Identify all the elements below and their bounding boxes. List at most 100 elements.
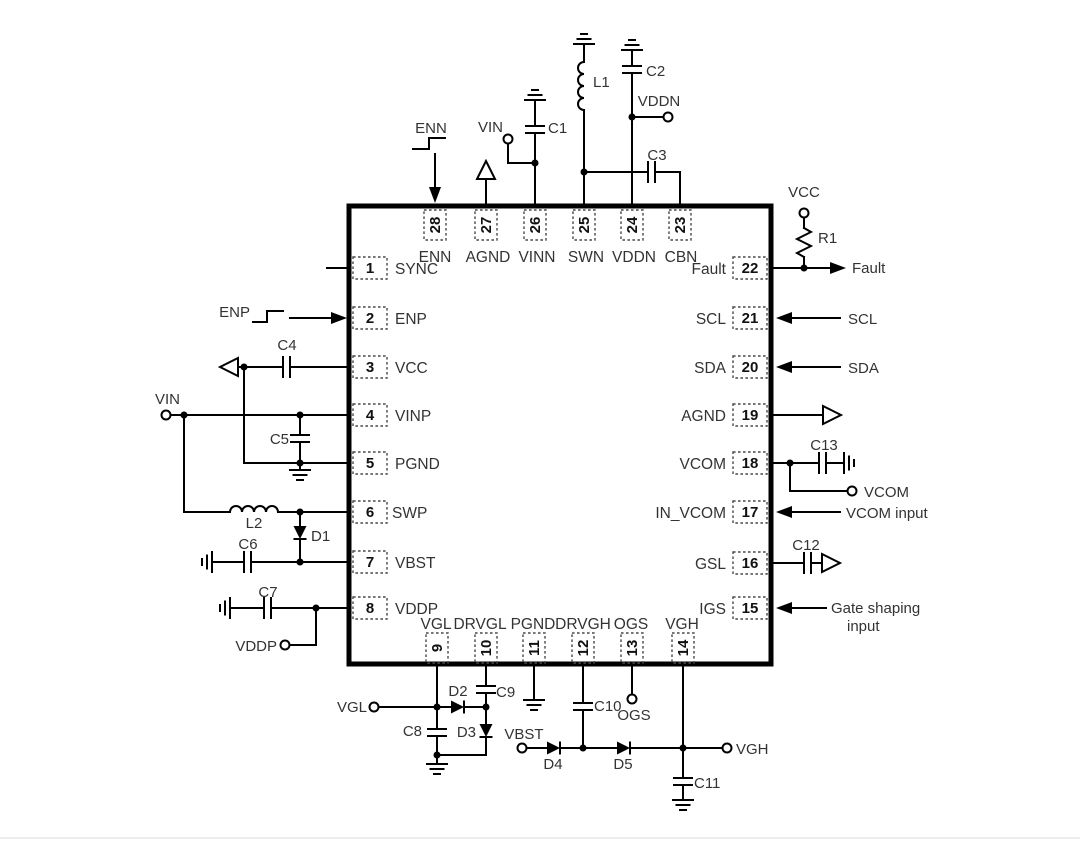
step-symbol-enn [412, 137, 446, 150]
c7-vddp-circuit: C7 VDDP [219, 584, 350, 655]
terminal-vin-left [160, 409, 172, 421]
vgh-charge-pump-circuit: C10 VBST D4 D5 VGH C11 [504, 663, 769, 811]
pin-number-26: 26 [527, 217, 544, 234]
pin-label-scl: SCL [696, 311, 727, 328]
pin-label-ogs-pin: OGS [614, 616, 648, 633]
pin-number-12: 12 [575, 640, 592, 657]
component-label-d3: D3 [457, 724, 476, 741]
enp-input-circuit: ENP [219, 304, 347, 324]
pin-number-7: 7 [366, 554, 374, 571]
terminal-vbst [516, 742, 528, 754]
capacitor-c2 [622, 65, 642, 74]
component-label-c7: C7 [258, 584, 277, 601]
component-label-c5: C5 [270, 431, 289, 448]
pin-label-swn: SWN [568, 249, 604, 266]
capacitor-c1 [525, 125, 545, 134]
diode-d3 [478, 723, 494, 738]
component-label-c3: C3 [647, 147, 666, 164]
pin-label-in-vcom: IN_VCOM [655, 505, 726, 522]
signal-label-vgl: VGL [337, 699, 367, 716]
capacitor-c3 [647, 161, 656, 183]
terminal-vgl [368, 701, 380, 713]
pin-label-vbst-pin: VBST [395, 555, 436, 572]
c5-pgnd-circuit: C5 [243, 414, 350, 481]
pin-number-6: 6 [366, 504, 374, 521]
diode-d1 [292, 525, 308, 540]
pin-6: 6 SWP [352, 500, 427, 524]
vgl-charge-pump-circuit: VGL D2 C8 D3 C9 [337, 663, 515, 775]
signal-label-ogs: OGS [617, 707, 650, 724]
vin-c1-circuit: VIN C1 [478, 89, 567, 207]
component-label-d1: D1 [311, 528, 330, 545]
pin-number-27: 27 [478, 217, 495, 234]
capacitor-c7 [263, 597, 272, 619]
pin-label-vinn: VINN [518, 249, 555, 266]
pin-number-13: 13 [624, 640, 641, 657]
pin-number-17: 17 [742, 504, 759, 521]
pin-label-swp: SWP [392, 505, 427, 522]
terminal-vcom [846, 485, 858, 497]
ground-symbol [672, 799, 694, 811]
component-label-c1: C1 [548, 120, 567, 137]
pin-14: 14 VGH [665, 616, 699, 664]
ground-symbol [201, 551, 213, 573]
pin-number-2: 2 [366, 310, 374, 327]
pin-number-1: 1 [366, 260, 374, 277]
pin-number-28: 28 [427, 217, 444, 234]
component-label-r1: R1 [818, 230, 837, 247]
capacitor-c10 [573, 702, 593, 711]
signal-label-vddn: VDDN [638, 93, 681, 110]
terminal-ogs [626, 693, 638, 705]
pin-label-vgh-pin: VGH [665, 616, 699, 633]
gsl-c12-circuit: C12 [770, 537, 841, 574]
pin-13: 13 OGS [614, 616, 648, 664]
signal-label-vcom: VCOM [864, 484, 909, 501]
pin-label-fault: Fault [692, 261, 727, 278]
component-label-c11: C11 [694, 775, 720, 792]
inductor-l2 [228, 505, 280, 514]
pin-17: 17 IN_VCOM [655, 500, 768, 524]
pin-label-vcc-pin: VCC [395, 360, 428, 377]
terminal-vddp [279, 639, 291, 651]
arrow-down-icon [429, 187, 441, 203]
pin-label-vcom-pin: VCOM [680, 456, 727, 473]
pin-label-vddn: VDDN [612, 249, 656, 266]
component-label-c13: C13 [810, 437, 838, 454]
terminal-vin-top [502, 133, 514, 145]
pin-label-gsl: GSL [695, 556, 726, 573]
component-label-c2: C2 [646, 63, 665, 80]
vin-vinp-circuit: VIN [155, 391, 350, 421]
signal-label-fault: Fault [852, 260, 886, 277]
pin-number-11: 11 [526, 640, 543, 656]
signal-label-gate-shaping-2: input [847, 618, 880, 635]
capacitor-c12 [803, 552, 812, 574]
pgnd-pin11-ground [523, 663, 545, 711]
signal-label-vin-left: VIN [155, 391, 180, 408]
pin-number-21: 21 [742, 310, 759, 327]
ground-symbol [621, 39, 643, 51]
arrow-right-icon [331, 312, 347, 324]
component-label-d4: D4 [543, 756, 562, 773]
capacitor-c4 [282, 356, 291, 378]
pin-number-14: 14 [675, 639, 692, 656]
capacitor-c9 [476, 685, 496, 694]
vcom-input-signal: VCOM input [776, 505, 929, 522]
ground-symbol [289, 469, 311, 481]
ground-symbol [524, 89, 546, 101]
pin-label-agnd-top: AGND [466, 249, 511, 266]
pin-label-pgnd-left: PGND [395, 456, 440, 473]
